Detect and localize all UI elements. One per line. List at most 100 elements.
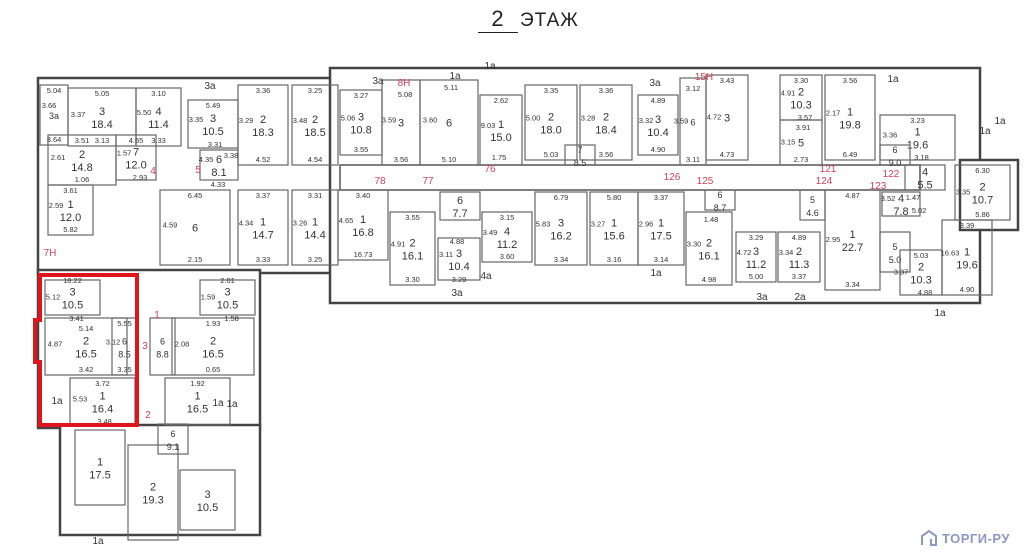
balcony-label: 1а: [650, 268, 662, 279]
dimension-label: 3.37: [71, 110, 86, 119]
dimension-label: 1.58: [224, 314, 239, 323]
room[interactable]: 218.3: [237, 84, 289, 166]
dimension-label: 4.72: [707, 113, 722, 122]
room[interactable]: 211.3: [777, 231, 821, 283]
room[interactable]: 119.6: [941, 219, 993, 296]
room[interactable]: 78.5: [564, 144, 596, 168]
room-outline: [705, 74, 749, 161]
room[interactable]: 218.5: [291, 84, 339, 166]
room-area: 14.8: [71, 162, 92, 174]
room[interactable]: 712.0: [115, 134, 157, 181]
room[interactable]: 216.1: [685, 211, 733, 286]
room-outline: [159, 189, 231, 266]
room-number: 3: [655, 114, 661, 126]
dimension-label: 4.89: [792, 233, 807, 242]
dimension-label: 3.37: [792, 272, 807, 281]
room-area: 11.2: [746, 259, 767, 271]
dimension-label: 5.11: [444, 83, 458, 92]
room[interactable]: 55.0: [879, 231, 911, 273]
room[interactable]: 216.5: [44, 317, 128, 376]
room[interactable]: 119.8: [824, 74, 876, 161]
marker-label: 5: [195, 165, 201, 176]
room[interactable]: 112.0: [47, 184, 94, 236]
dimension-label: 2.01: [220, 276, 235, 285]
dimension-label: 5.06: [341, 114, 356, 123]
room[interactable]: 216.5: [171, 317, 255, 376]
dimension-label: 3.23: [910, 116, 925, 125]
room[interactable]: 68.1: [199, 149, 239, 181]
dimension-label: 3.10: [151, 89, 166, 98]
dimension-label: 1.57: [117, 149, 132, 158]
room[interactable]: 69.1: [157, 423, 189, 455]
room-number: 2: [979, 182, 985, 194]
room-outline: [237, 84, 289, 166]
walls: [36, 66, 1020, 537]
marker-label: 125: [697, 176, 714, 187]
room-area: 7.8: [893, 206, 908, 218]
room[interactable]: 310.5: [179, 469, 236, 531]
dimension-label: 2.59: [49, 201, 64, 210]
room[interactable]: 310.5: [199, 279, 256, 316]
marker-label: 121: [820, 164, 837, 175]
balcony-label: 3а: [756, 292, 768, 303]
room-outline: [439, 191, 481, 221]
room-outline: [164, 377, 231, 426]
balcony: 3а: [204, 81, 216, 92]
room-number: 3: [724, 113, 730, 125]
room[interactable]: 411.4: [135, 87, 182, 147]
balcony-label: 3а: [372, 76, 384, 87]
room[interactable]: 6: [159, 189, 231, 266]
dimension-label: 4.91: [391, 240, 406, 249]
balcony: 1а: [226, 399, 238, 410]
room[interactable]: 311.2: [735, 231, 777, 283]
room[interactable]: 68.7: [704, 189, 736, 213]
room[interactable]: 6: [419, 79, 479, 166]
dimension-label: 3.28: [581, 114, 596, 123]
dimension-label: 5.05: [95, 89, 110, 98]
room-outline: [704, 189, 736, 211]
room[interactable]: 67.7: [439, 191, 481, 221]
room-number: 4: [504, 226, 510, 238]
dimension-label: 3.36: [883, 131, 898, 140]
room[interactable]: 116.5: [164, 377, 231, 426]
room[interactable]: 69.0: [879, 144, 911, 168]
room-number: 6: [192, 223, 198, 235]
room[interactable]: 114.7: [237, 189, 289, 266]
room[interactable]: 54.6: [799, 189, 826, 221]
room[interactable]: 310.4: [437, 237, 481, 281]
balcony: 3а: [756, 292, 768, 303]
room-outline: [199, 279, 256, 316]
room[interactable]: 316.2: [534, 191, 588, 266]
dimension-label: 3.29: [239, 116, 254, 125]
room[interactable]: 310.4: [637, 94, 679, 156]
room-area: 19.6: [907, 140, 928, 152]
room[interactable]: 117.5: [74, 429, 126, 506]
room[interactable]: 47.8: [881, 191, 921, 218]
dimension-labels: 5.043.643.665.053.133.373.103.335.505.49…: [42, 76, 990, 426]
dimension-label: 3.36: [599, 86, 614, 95]
room[interactable]: 68.8: [149, 317, 176, 376]
room-number: 3а: [49, 111, 59, 121]
room[interactable]: 310.5: [44, 279, 101, 316]
room[interactable]: 5: [779, 119, 823, 166]
dimension-label: 3.37: [256, 191, 271, 200]
selected-apartment-outline[interactable]: [33, 273, 139, 427]
room[interactable]: 117.5: [637, 191, 685, 266]
room[interactable]: 3: [705, 74, 749, 161]
room[interactable]: 219.3: [127, 444, 179, 541]
dimension-label: 3.39: [960, 221, 975, 230]
dimension-label: 4.98: [702, 275, 717, 284]
room[interactable]: 216.1: [389, 211, 436, 286]
room[interactable]: 115.0: [479, 94, 523, 166]
dimension-label: 2.93: [133, 173, 148, 182]
dimension-label: 3.35: [544, 86, 559, 95]
marker-label: 8Н: [398, 78, 411, 89]
room[interactable]: 116.8: [337, 189, 389, 261]
room-area: 19.3: [142, 495, 163, 507]
room[interactable]: 218.4: [579, 84, 633, 161]
room[interactable]: 411.2: [481, 211, 533, 263]
room[interactable]: 45.5: [904, 164, 946, 192]
room[interactable]: 119.6: [879, 114, 956, 161]
room[interactable]: 218.0: [524, 84, 578, 161]
